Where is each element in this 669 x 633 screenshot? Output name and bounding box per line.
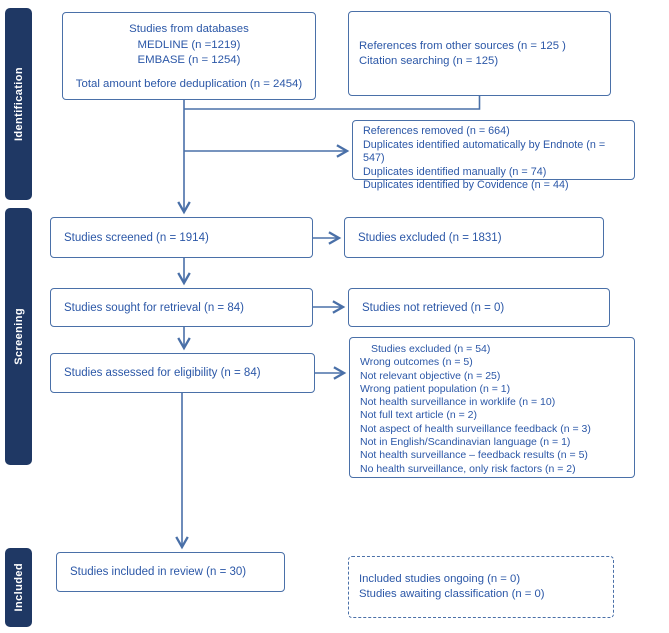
stage-bar-identification: Identification: [5, 8, 32, 200]
other-sources-line: References from other sources (n = 125 ): [359, 40, 566, 52]
awaiting-line: Included studies ongoing (n = 0): [359, 573, 521, 585]
databases-line: Studies from databases: [129, 23, 249, 35]
box-studies-excluded-screening: Studies excluded (n = 1831): [344, 217, 604, 258]
box-references-removed: References removed (n = 664) Duplicates …: [352, 120, 635, 191]
eligibility-excluded-line: Studies excluded (n = 54): [371, 343, 491, 355]
studies-not-retrieved-label: Studies not retrieved (n = 0): [362, 301, 505, 314]
studies-excluded-label: Studies excluded (n = 1831): [358, 231, 502, 244]
studies-screened-label: Studies screened (n = 1914): [64, 231, 209, 244]
stage-label-screening: Screening: [12, 308, 25, 365]
box-studies-not-retrieved: Studies not retrieved (n = 0): [348, 288, 610, 327]
box-references-other-sources: References from other sources (n = 125 )…: [348, 11, 611, 96]
eligibility-excluded-line: Wrong outcomes (n = 5): [360, 356, 473, 369]
awaiting-line: Studies awaiting classification (n = 0): [359, 588, 545, 600]
eligibility-excluded-line: Wrong patient population (n = 1): [360, 382, 511, 395]
eligibility-excluded-line: Not health surveillance – feedback resul…: [360, 449, 588, 462]
studies-sought-label: Studies sought for retrieval (n = 84): [64, 301, 244, 314]
stage-bar-included: Included: [5, 548, 32, 627]
references-removed-line: Duplicates identified automatically by E…: [363, 138, 606, 165]
eligibility-excluded-line: Not in English/Scandinavian language (n …: [360, 436, 571, 449]
box-studies-excluded-eligibility: Studies excluded (n = 54) Wrong outcomes…: [349, 337, 635, 478]
eligibility-excluded-line: No health surveillance, only risk factor…: [360, 462, 576, 475]
references-removed-line: Duplicates identified manually (n = 74): [363, 165, 547, 178]
eligibility-excluded-line: Not relevant objective (n = 25): [360, 369, 501, 382]
box-studies-assessed-eligibility: Studies assessed for eligibility (n = 84…: [50, 353, 315, 393]
stage-label-included: Included: [12, 563, 25, 612]
stage-bar-screening: Screening: [5, 208, 32, 465]
eligibility-excluded-line: Not full text article (n = 2): [360, 409, 478, 422]
box-awaiting-classification: Included studies ongoing (n = 0) Studies…: [348, 556, 614, 618]
databases-line: EMBASE (n = 1254): [137, 54, 241, 66]
references-removed-line: References removed (n = 664): [363, 125, 510, 137]
eligibility-excluded-line: Not health surveillance in worklife (n =…: [360, 396, 556, 409]
studies-included-label: Studies included in review (n = 30): [70, 566, 247, 578]
databases-line: MEDLINE (n =1219): [137, 38, 241, 51]
box-studies-sought-retrieval: Studies sought for retrieval (n = 84): [50, 288, 313, 327]
eligibility-excluded-line: Not aspect of health surveillance feedba…: [360, 422, 591, 435]
other-sources-line: Citation searching (n = 125): [359, 54, 499, 67]
references-removed-line: Duplicates identified by Covidence (n = …: [363, 179, 569, 192]
databases-total-line: Total amount before deduplication (n = 2…: [75, 77, 303, 90]
studies-assessed-label: Studies assessed for eligibility (n = 84…: [64, 367, 261, 379]
box-studies-screened: Studies screened (n = 1914): [50, 217, 313, 258]
box-studies-included-review: Studies included in review (n = 30): [56, 552, 285, 592]
box-studies-from-databases: Studies from databases MEDLINE (n =1219)…: [62, 12, 316, 100]
stage-label-identification: Identification: [12, 66, 25, 142]
